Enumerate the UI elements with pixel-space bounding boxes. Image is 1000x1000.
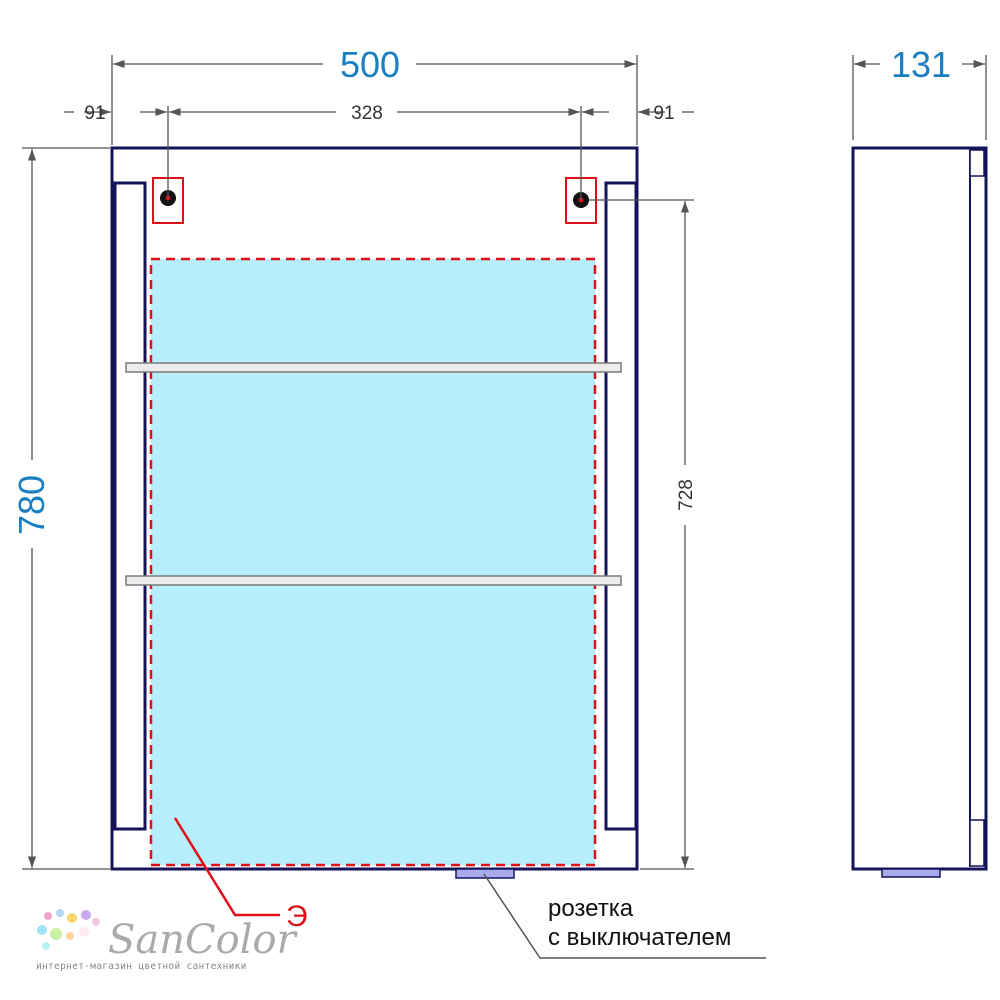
side-door-top-cap	[969, 149, 985, 177]
shelf-bottom	[125, 575, 622, 586]
right-door-frame	[604, 181, 638, 831]
side-view	[851, 146, 988, 878]
mount-spacing-label: 328	[351, 103, 383, 124]
right-offset-label: 91	[653, 103, 674, 124]
brand-name: SanColor	[108, 917, 299, 963]
brand-tagline: интернет-магазин цветной сантехники	[36, 961, 247, 972]
total-width-label: 500	[340, 44, 400, 85]
left-door-frame	[113, 181, 147, 831]
front-view	[110, 146, 639, 879]
sancolor-logo: SanColor интернет-магазин цветной сантех…	[36, 909, 299, 972]
mirror-area	[149, 257, 597, 867]
socket-label-line1: розетка	[548, 895, 634, 922]
total-height-label: 780	[11, 475, 52, 535]
mirror-marker-label: Э	[286, 900, 308, 933]
socket-label-line2: с выключателем	[548, 924, 731, 951]
mirror-leader-line	[173, 817, 280, 917]
shelf-top	[125, 362, 622, 373]
socket-block	[455, 868, 515, 879]
side-door-bottom-cap	[969, 819, 985, 867]
left-offset-label: 91	[84, 103, 105, 124]
mount-height-label: 728	[676, 479, 697, 511]
dimension-lines	[22, 55, 987, 959]
side-body	[851, 146, 988, 871]
side-socket-block	[881, 868, 941, 878]
depth-label: 131	[891, 44, 951, 85]
socket-leader-line	[483, 873, 766, 959]
